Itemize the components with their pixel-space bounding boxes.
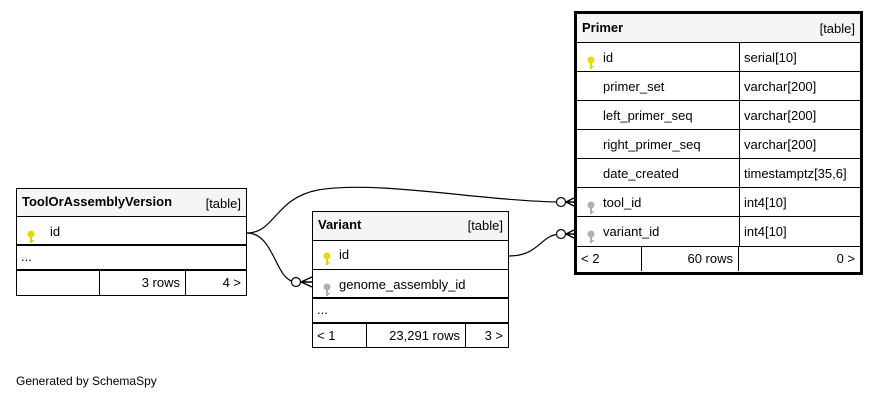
- column-row[interactable]: right_primer_seq varchar[200]: [577, 130, 860, 159]
- link-tool-to-primer: [246, 186, 562, 234]
- column-type: varchar[200]: [739, 72, 860, 100]
- column-type: varchar[200]: [739, 130, 860, 158]
- column-name: id: [603, 50, 614, 65]
- children-count[interactable]: 3 >: [484, 328, 503, 343]
- parents-count: [17, 271, 100, 295]
- column-row[interactable]: id: [17, 217, 246, 246]
- column-name: left_primer_seq: [603, 108, 693, 123]
- parents-count[interactable]: < 1: [313, 324, 367, 347]
- row-count: 60 rows: [642, 247, 739, 271]
- more-columns-text: ...: [21, 249, 32, 264]
- column-type: int4[10]: [739, 217, 860, 246]
- table-kind: [table]: [205, 196, 241, 211]
- table-primer[interactable]: Primer [table] id serial[10] primer_set …: [574, 11, 863, 275]
- table-name: Primer: [582, 20, 624, 35]
- table-tool-or-assembly-version[interactable]: ToolOrAssemblyVersion [table] id ... 3 r…: [16, 188, 247, 296]
- column-name: tool_id: [603, 195, 642, 210]
- foreign-key-icon: [586, 196, 596, 214]
- column-name: primer_set: [603, 79, 665, 94]
- primary-key-icon: [26, 225, 36, 243]
- children-count[interactable]: 4 >: [222, 275, 241, 290]
- column-row[interactable]: genome_assembly_id: [313, 270, 508, 299]
- more-columns-text: ...: [317, 302, 328, 317]
- column-name: genome_assembly_id: [339, 277, 466, 292]
- table-header: Primer [table]: [577, 14, 860, 43]
- column-name: variant_id: [603, 224, 660, 239]
- column-name: date_created: [603, 166, 679, 181]
- children-count[interactable]: 0 >: [836, 251, 855, 266]
- more-columns: ...: [313, 299, 508, 323]
- link-variant-to-primer-optional-marker: [555, 228, 567, 240]
- table-footer: 3 rows 4 >: [17, 270, 246, 295]
- link-tool-to-variant-optional-marker: [290, 276, 302, 288]
- column-row[interactable]: variant_id int4[10]: [577, 217, 860, 246]
- link-tool-to-variant: [246, 232, 297, 283]
- generated-by-text: Generated by SchemaSpy: [16, 374, 157, 388]
- foreign-key-icon: [322, 278, 332, 296]
- column-list: id serial[10] primer_set varchar[200] le…: [577, 43, 860, 246]
- table-footer: < 1 23,291 rows 3 >: [313, 323, 508, 347]
- table-name: Variant: [318, 217, 362, 232]
- column-type: varchar[200]: [739, 101, 860, 129]
- column-name: right_primer_seq: [603, 137, 701, 152]
- table-header: ToolOrAssemblyVersion [table]: [17, 189, 246, 217]
- link-variant-to-primer: [508, 233, 562, 257]
- column-row[interactable]: tool_id int4[10]: [577, 188, 860, 217]
- row-count: 23,291 rows: [367, 324, 466, 347]
- parents-count[interactable]: < 2: [577, 247, 642, 271]
- column-row[interactable]: primer_set varchar[200]: [577, 72, 860, 101]
- column-row[interactable]: left_primer_seq varchar[200]: [577, 101, 860, 130]
- column-type: int4[10]: [739, 188, 860, 216]
- row-count: 3 rows: [100, 271, 186, 295]
- link-tool-to-variant-crowfoot: [300, 276, 313, 288]
- column-name: id: [50, 224, 61, 239]
- primary-key-icon: [322, 248, 332, 265]
- link-tool-to-primer-optional-marker: [555, 196, 567, 208]
- foreign-key-icon: [586, 225, 596, 243]
- primary-key-icon: [586, 51, 596, 69]
- table-kind: [table]: [819, 21, 855, 36]
- column-row[interactable]: date_created timestamptz[35,6]: [577, 159, 860, 188]
- column-row[interactable]: id serial[10]: [577, 43, 860, 72]
- table-kind: [table]: [467, 218, 503, 233]
- table-name: ToolOrAssemblyVersion: [22, 194, 173, 209]
- table-header: Variant [table]: [313, 212, 508, 241]
- column-name: id: [339, 247, 350, 262]
- table-footer: < 2 60 rows 0 >: [577, 246, 860, 271]
- column-type: serial[10]: [739, 43, 860, 71]
- column-type: timestamptz[35,6]: [739, 159, 860, 187]
- more-columns: ...: [17, 246, 246, 270]
- column-row[interactable]: id: [313, 241, 508, 270]
- table-variant[interactable]: Variant [table] id genome_assembly_id ..…: [312, 211, 509, 348]
